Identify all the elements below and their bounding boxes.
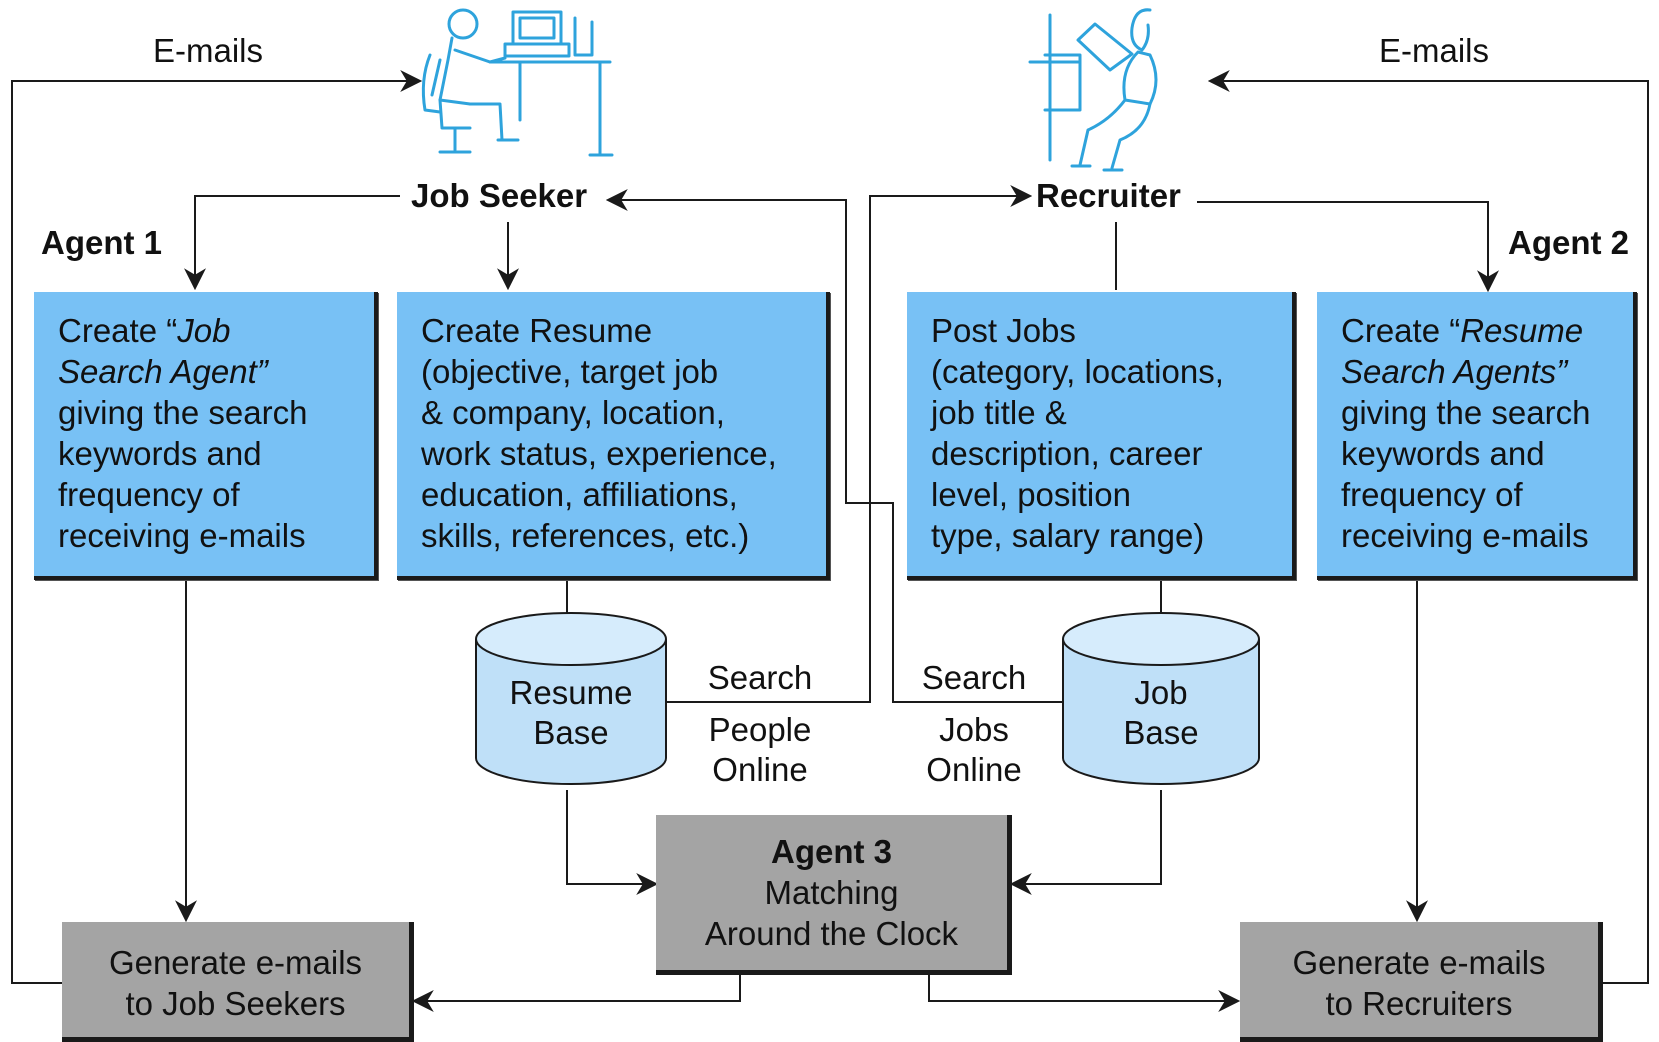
search-people-online-label: Search People Online bbox=[685, 658, 835, 790]
database-label-line: Resume bbox=[509, 674, 633, 711]
box-text-emphasis: Resume bbox=[1460, 312, 1584, 349]
search-jobs-connector bbox=[605, 189, 1062, 703]
agent3-matching-box: Agent 3 Matching Around the Clock bbox=[656, 815, 1012, 975]
box-line: giving the search bbox=[1341, 394, 1591, 431]
box-line: skills, references, etc.) bbox=[421, 517, 750, 554]
box-line: education, affiliations, bbox=[421, 476, 738, 513]
box-line: Create “Resume bbox=[1341, 310, 1623, 351]
connector-label-line: Jobs bbox=[939, 711, 1009, 748]
agent3-title: Agent 3 bbox=[770, 833, 892, 870]
job-seeker-label: Job Seeker bbox=[411, 177, 588, 214]
box-line: description, career bbox=[931, 435, 1203, 472]
search-jobs-online-label: Search Jobs Online bbox=[899, 658, 1049, 790]
job-base-label: Job Base bbox=[1063, 673, 1259, 753]
email-loop-right bbox=[1207, 70, 1649, 984]
box-line: job title & bbox=[931, 394, 1067, 431]
recruiter-branches bbox=[1115, 201, 1499, 293]
box-line: Create Resume bbox=[421, 312, 653, 349]
agent1-label: Agent 1 bbox=[41, 224, 163, 261]
box-line: receiving e-mails bbox=[1341, 517, 1589, 554]
agent-to-generate-arrows bbox=[175, 577, 1428, 923]
connector-label-line: People bbox=[708, 711, 812, 748]
box-line: receiving e-mails bbox=[58, 517, 306, 554]
box-line: Around the Clock bbox=[704, 915, 959, 952]
box-line: keywords and bbox=[1341, 435, 1545, 472]
emails-label-left: E-mails bbox=[153, 32, 264, 69]
job-seeker-branches bbox=[184, 195, 519, 291]
connector-label-line: Search bbox=[921, 659, 1027, 696]
resume-base-label: Resume Base bbox=[476, 673, 666, 753]
database-label-line: Base bbox=[1123, 714, 1199, 751]
box-line: level, position bbox=[931, 476, 1131, 513]
box-line: keywords and bbox=[58, 435, 262, 472]
box-line: Post Jobs bbox=[931, 312, 1076, 349]
box-line: Matching bbox=[764, 874, 899, 911]
box-line: Create “Job bbox=[58, 310, 364, 351]
database-label-line: Base bbox=[533, 714, 609, 751]
box-text-emphasis: Search Agents” bbox=[1341, 353, 1568, 390]
emails-label-right: E-mails bbox=[1379, 32, 1490, 69]
box-line: (objective, target job bbox=[421, 353, 719, 390]
databases-to-agent3-arrows bbox=[566, 790, 1162, 895]
box-line: (category, locations, bbox=[931, 353, 1224, 390]
post-jobs-box: Post Jobs (category, locations, job titl… bbox=[907, 292, 1296, 580]
person-reading-document-icon bbox=[1028, 8, 1158, 172]
box-line: type, salary range) bbox=[931, 517, 1205, 554]
box-text: Create “ bbox=[1341, 312, 1461, 349]
box-line: to Recruiters bbox=[1325, 985, 1513, 1022]
generate-emails-recruiters-box: Generate e-mails to Recruiters bbox=[1240, 922, 1603, 1042]
create-job-search-agent-box: Create “Job Search Agent” giving the sea… bbox=[34, 292, 378, 580]
box-line: giving the search bbox=[58, 394, 308, 431]
box-line: Generate e-mails bbox=[108, 944, 363, 981]
box-line: & company, location, bbox=[421, 394, 725, 431]
person-at-computer-icon bbox=[421, 8, 614, 157]
create-resume-search-agents-box: Create “Resume Search Agents” giving the… bbox=[1317, 292, 1637, 580]
recruiter-label: Recruiter bbox=[1036, 177, 1181, 214]
connector-label-line: Search bbox=[707, 659, 813, 696]
box-text: Create “ bbox=[58, 312, 178, 349]
agent2-label: Agent 2 bbox=[1508, 224, 1630, 261]
job-base-cylinder bbox=[1062, 612, 1260, 785]
box-text-emphasis: Job bbox=[177, 312, 231, 349]
search-people-connector bbox=[667, 185, 1033, 703]
box-line: Generate e-mails bbox=[1292, 944, 1546, 981]
agent3-to-generate-arrows bbox=[411, 975, 1241, 1012]
email-loop-left bbox=[11, 70, 423, 984]
database-label-line: Job bbox=[1134, 674, 1188, 711]
box-line: work status, experience, bbox=[421, 435, 777, 472]
generate-emails-job-seekers-box: Generate e-mails to Job Seekers bbox=[62, 922, 414, 1042]
box-line: to Job Seekers bbox=[125, 985, 346, 1022]
box-line: frequency of bbox=[1341, 476, 1523, 513]
resume-base-cylinder bbox=[475, 612, 667, 785]
box-line: frequency of bbox=[58, 476, 240, 513]
connector-label-line: Online bbox=[712, 751, 808, 788]
create-resume-box: Create Resume (objective, target job & c… bbox=[397, 292, 830, 580]
box-text-emphasis: Search Agent” bbox=[58, 353, 268, 390]
connector-label-line: Online bbox=[926, 751, 1022, 788]
